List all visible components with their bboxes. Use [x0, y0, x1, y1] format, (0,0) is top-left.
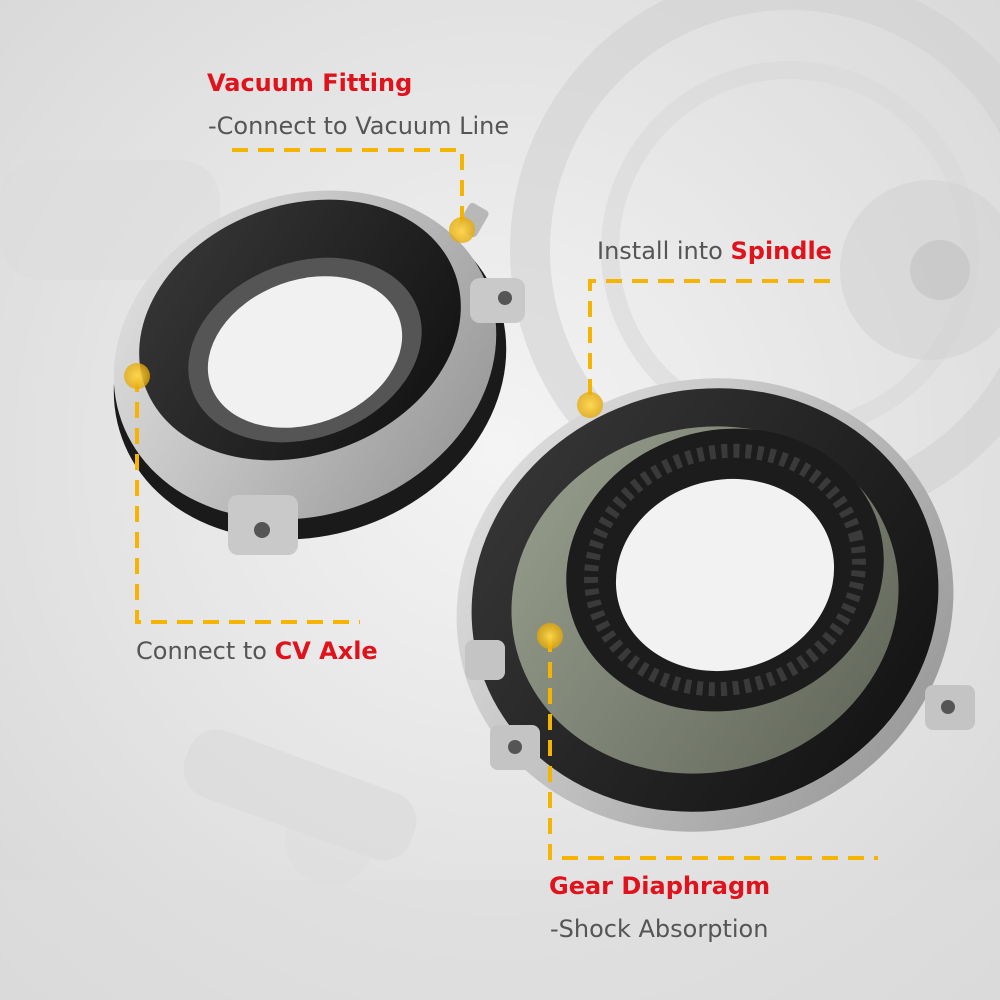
mount-hole-icon	[498, 291, 512, 305]
leader-spindle	[588, 279, 830, 405]
cv-axle-label: Connect to CV Axle	[136, 637, 378, 665]
spindle-label: Install into Spindle	[597, 237, 832, 265]
mount-hole-icon	[254, 522, 270, 538]
spindle-marker-dot	[577, 392, 603, 418]
vacuum-fitting-title: Vacuum Fitting	[207, 69, 413, 97]
vacuum-marker-dot	[449, 217, 475, 243]
leader-lines	[135, 148, 878, 860]
mounting-tab	[470, 278, 525, 323]
gear-teeth	[584, 443, 866, 697]
mounting-tab	[465, 640, 505, 680]
gear-marker-dot	[537, 623, 563, 649]
mount-hole-icon	[941, 700, 955, 714]
cv-marker-dot	[124, 363, 150, 389]
vacuum-fitting-desc: -Connect to Vacuum Line	[208, 112, 510, 140]
left-locking-hub	[113, 190, 525, 555]
mount-hole-icon	[508, 740, 522, 754]
leader-gear	[548, 636, 878, 860]
gear-diaphragm-desc: -Shock Absorption	[550, 915, 769, 943]
leader-cv	[135, 376, 360, 624]
gear-diaphragm-title: Gear Diaphragm	[549, 872, 771, 900]
right-locking-hub	[456, 378, 975, 832]
